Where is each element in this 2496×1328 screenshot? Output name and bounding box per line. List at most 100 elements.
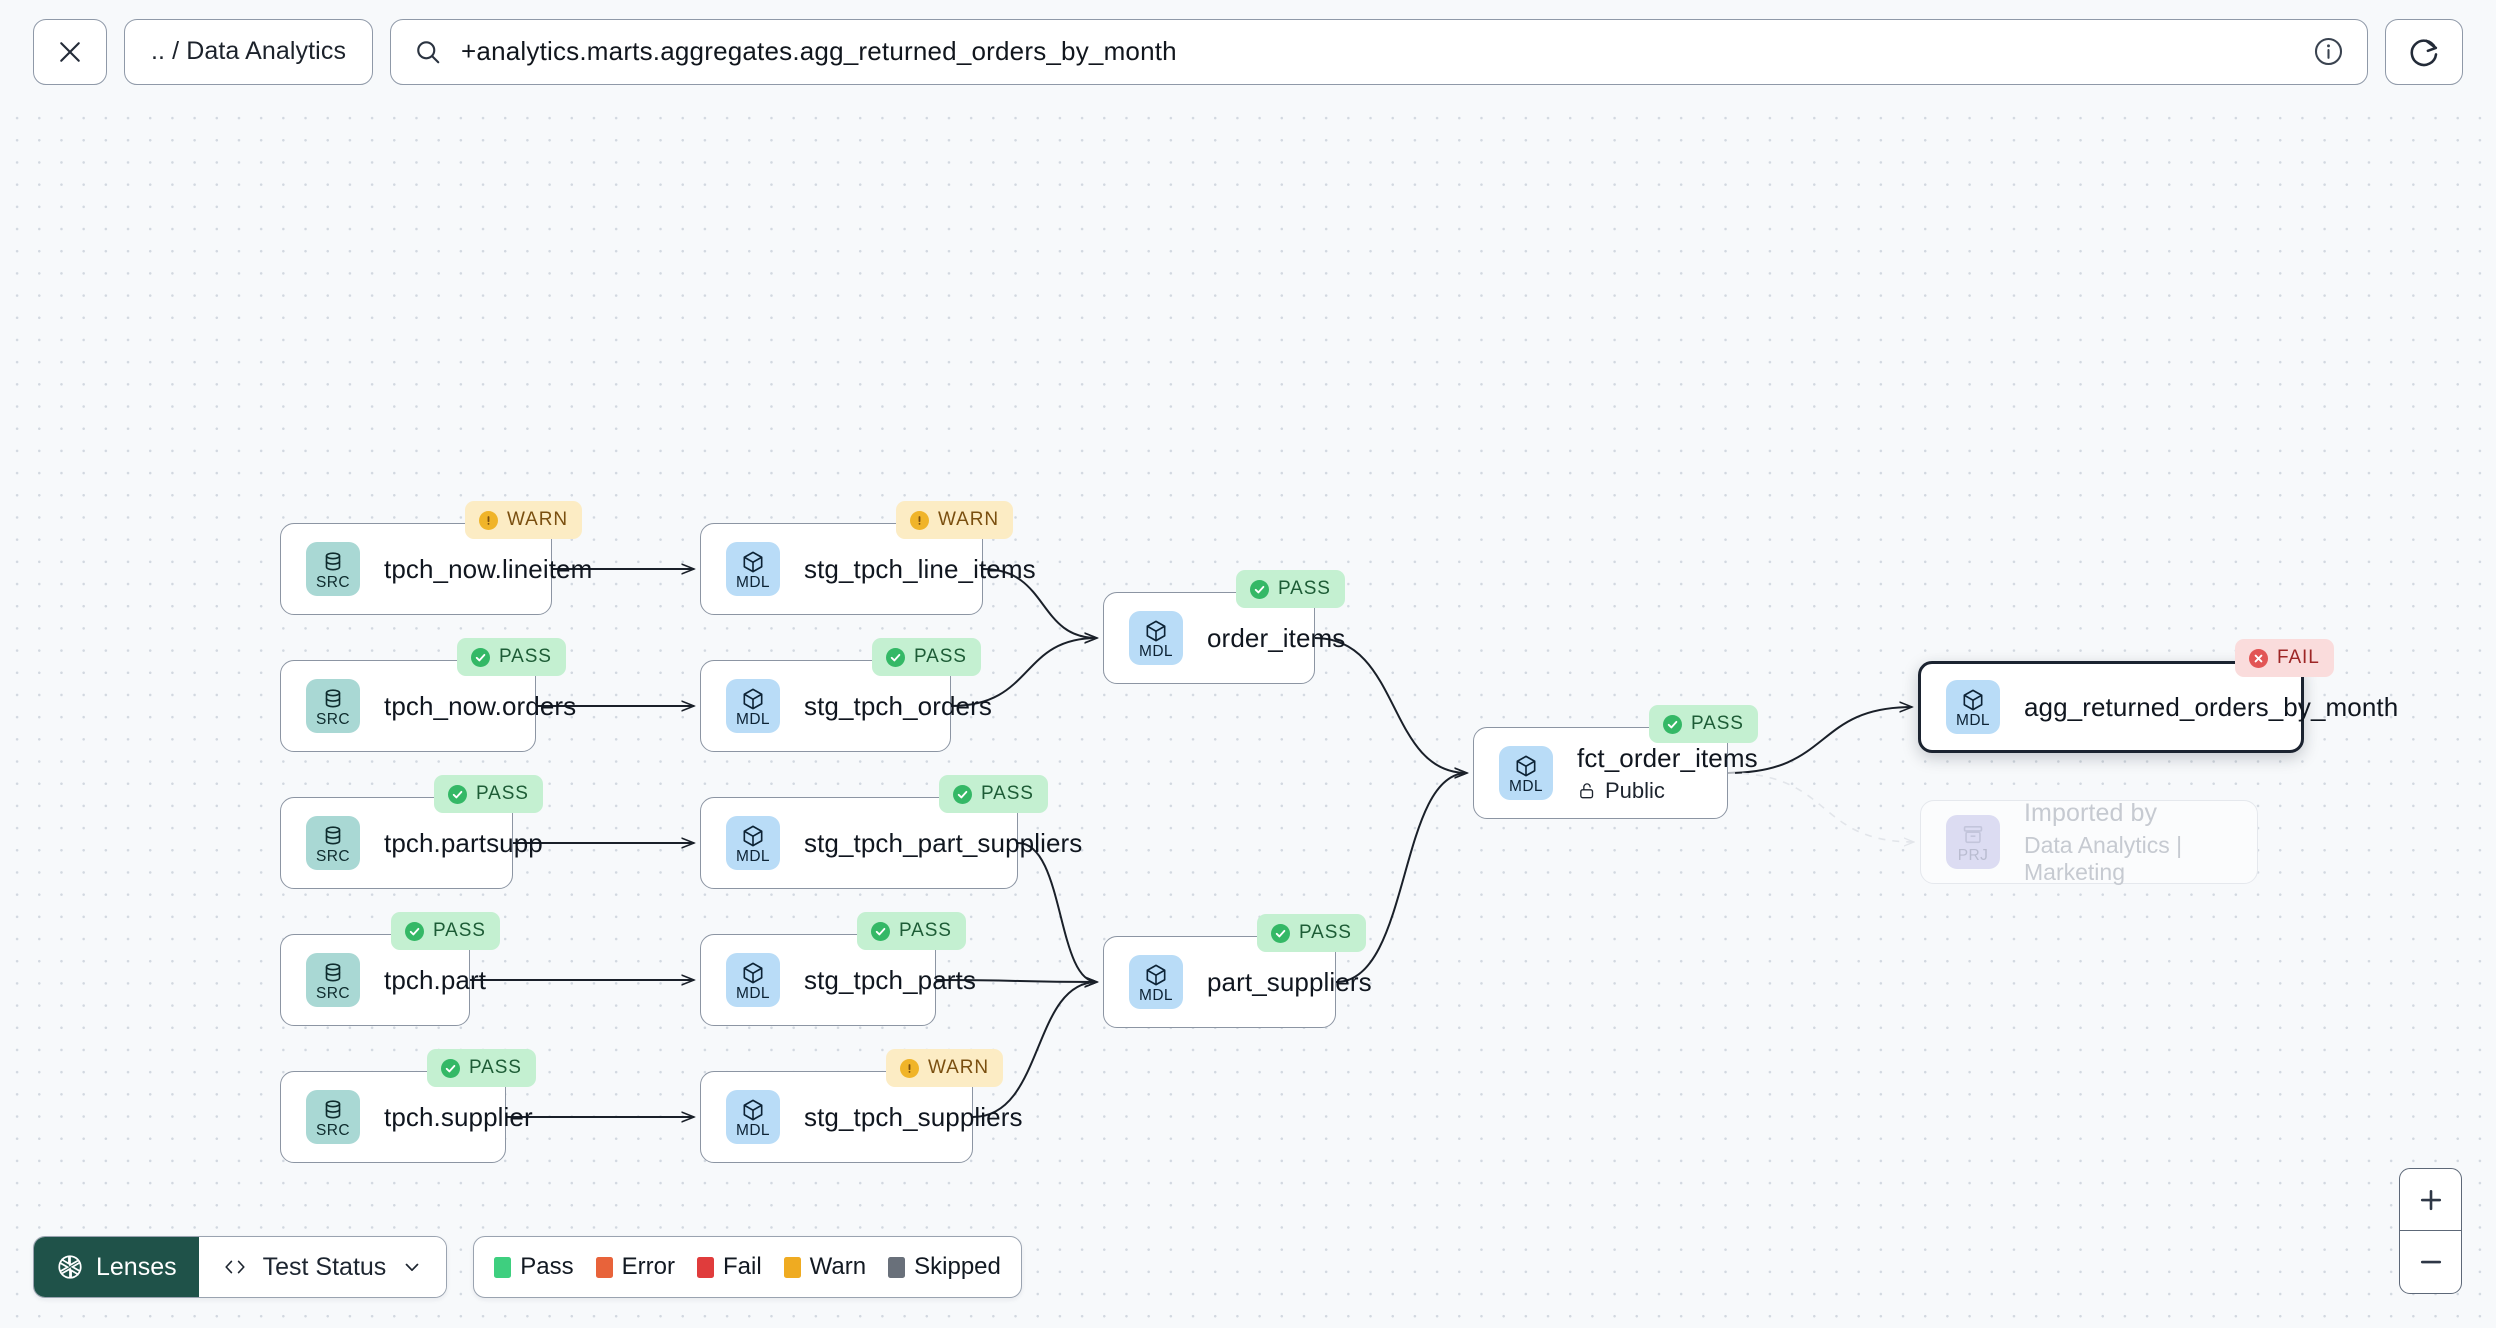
node-type-chip-mdl: MDL xyxy=(726,816,780,870)
close-button[interactable] xyxy=(33,18,107,85)
status-badge-tpch_now_orders[interactable]: PASS xyxy=(457,638,566,676)
lineage-canvas[interactable]: SRC tpch_now.lineitem WARN SRC tpch_now.… xyxy=(0,103,2496,1328)
cube-icon xyxy=(743,825,763,846)
status-dot-icon xyxy=(1271,923,1290,943)
node-type-chip-mdl: MDL xyxy=(726,542,780,596)
legend-swatch-icon xyxy=(494,1256,512,1278)
database-icon xyxy=(325,962,341,982)
node-title: stg_tpch_suppliers xyxy=(804,1101,1023,1132)
node-type-label: SRC xyxy=(316,984,350,1002)
node-type-chip-src: SRC xyxy=(306,1090,360,1144)
node-type-label: MDL xyxy=(1509,777,1543,795)
aperture-icon xyxy=(58,1255,82,1279)
status-badge-label: PASS xyxy=(1278,578,1331,599)
node-title: agg_returned_orders_by_month xyxy=(2024,691,2399,722)
status-badge-tpch_partsupp[interactable]: PASS xyxy=(434,775,543,813)
search-input[interactable]: +analytics.marts.aggregates.agg_returned… xyxy=(390,18,2368,85)
cube-icon xyxy=(743,688,763,709)
status-badge-stg_tpch_orders[interactable]: PASS xyxy=(872,638,981,676)
lineage-node-tpch_partsupp[interactable]: SRC tpch.partsupp xyxy=(280,797,543,889)
node-title: tpch_now.lineitem xyxy=(384,553,593,584)
lineage-node-tpch_part[interactable]: SRC tpch.part xyxy=(280,934,486,1026)
lenses-button[interactable]: Lenses xyxy=(34,1237,199,1297)
cube-icon xyxy=(1963,689,1983,710)
search-icon xyxy=(417,40,440,63)
status-dot-icon xyxy=(471,647,490,667)
legend-item-warn[interactable]: Warn xyxy=(783,1253,866,1281)
refresh-button[interactable] xyxy=(2385,18,2463,85)
node-type-label: SRC xyxy=(316,710,350,728)
status-dot-icon xyxy=(479,510,498,530)
node-text: stg_tpch_parts xyxy=(804,965,976,996)
node-type-label: MDL xyxy=(736,1121,770,1139)
lineage-node-tpch_supplier[interactable]: SRC tpch.supplier xyxy=(280,1071,533,1163)
node-subtitle: Public xyxy=(1577,778,1727,804)
status-badge-tpch_part[interactable]: PASS xyxy=(391,912,500,950)
lineage-node-stg_tpch_parts[interactable]: MDL stg_tpch_parts xyxy=(700,934,976,1026)
node-text: stg_tpch_line_items xyxy=(804,554,1036,585)
edge-stg_tpch_line_items-to-order_items xyxy=(982,568,1097,638)
status-badge-agg_returned_orders_by_month[interactable]: FAIL xyxy=(2235,639,2334,677)
node-title: tpch_now.orders xyxy=(384,690,577,721)
legend-item-pass[interactable]: Pass xyxy=(494,1253,574,1281)
archive-icon xyxy=(1963,825,1983,843)
lineage-node-agg_returned_orders_by_month[interactable]: MDL agg_returned_orders_by_month xyxy=(1918,661,2399,753)
node-text: tpch.partsupp xyxy=(384,828,543,859)
database-icon xyxy=(325,825,341,845)
node-type-label: SRC xyxy=(316,1121,350,1139)
close-icon xyxy=(60,41,80,62)
edge-stg_tpch_part_suppliers-to-part_suppliers xyxy=(1017,842,1097,982)
minus-icon xyxy=(2420,1260,2441,1264)
status-badge-stg_tpch_line_items[interactable]: WARN xyxy=(896,501,1013,539)
status-badge-order_items[interactable]: PASS xyxy=(1236,570,1345,608)
status-badge-label: PASS xyxy=(1299,922,1352,943)
database-icon xyxy=(325,551,341,571)
node-text: tpch.part xyxy=(384,965,486,996)
node-type-chip-src: SRC xyxy=(306,542,360,596)
unlock-icon xyxy=(1580,782,1594,798)
node-text: stg_tpch_suppliers xyxy=(804,1101,1023,1133)
status-badge-label: WARN xyxy=(507,509,568,530)
status-badge-stg_tpch_suppliers[interactable]: WARN xyxy=(886,1049,1003,1087)
legend-item-error[interactable]: Error xyxy=(595,1253,675,1281)
node-type-chip-src: SRC xyxy=(306,679,360,733)
status-badge-fct_order_items[interactable]: PASS xyxy=(1649,705,1758,743)
lineage-node-tpch_now_orders[interactable]: SRC tpch_now.orders xyxy=(280,660,577,752)
status-dot-icon xyxy=(441,1058,460,1078)
breadcrumb[interactable]: .. / Data Analytics xyxy=(124,18,374,85)
legend-item-fail[interactable]: Fail xyxy=(697,1253,762,1281)
status-badge-label: PASS xyxy=(433,920,486,941)
node-type-label: MDL xyxy=(1956,711,1990,729)
status-badge-tpch_supplier[interactable]: PASS xyxy=(427,1049,536,1087)
status-badge-part_suppliers[interactable]: PASS xyxy=(1257,914,1366,952)
zoom-out-button[interactable] xyxy=(2400,1231,2461,1293)
status-dot-icon xyxy=(1663,714,1682,734)
legend-swatch-icon xyxy=(888,1256,906,1278)
node-text: fct_order_items Public xyxy=(1577,743,1758,804)
legend-swatch-icon xyxy=(595,1256,613,1278)
info-icon[interactable] xyxy=(2312,35,2345,68)
status-badge-label: PASS xyxy=(499,646,552,667)
node-title: stg_tpch_part_suppliers xyxy=(804,827,1083,858)
zoom-in-button[interactable] xyxy=(2400,1169,2461,1231)
edge-stg_tpch_orders-to-order_items xyxy=(950,638,1097,707)
status-badge-label: PASS xyxy=(1691,713,1744,734)
status-badge-label: WARN xyxy=(938,509,999,530)
status-badge-label: PASS xyxy=(981,783,1034,804)
database-icon xyxy=(325,1099,341,1119)
status-badge-label: PASS xyxy=(476,783,529,804)
node-title: tpch.supplier xyxy=(384,1101,533,1132)
node-type-chip-mdl: MDL xyxy=(1129,955,1183,1009)
legend-item-skipped[interactable]: Skipped xyxy=(888,1253,1001,1281)
lineage-node-imported_by_project: PRJ Imported by Data Analytics | Marketi… xyxy=(1920,798,2258,885)
status-badge-stg_tpch_part_suppliers[interactable]: PASS xyxy=(939,775,1048,813)
node-title: Imported by xyxy=(2024,798,2158,827)
status-badge-tpch_now_lineitem[interactable]: WARN xyxy=(465,501,582,539)
test-status-selector[interactable]: Test Status xyxy=(198,1237,447,1297)
edge-stg_tpch_parts-to-part_suppliers xyxy=(935,980,1097,982)
status-badge-stg_tpch_parts[interactable]: PASS xyxy=(857,912,966,950)
edge-fct_order_items-to-agg_returned_orders_by_month xyxy=(1727,707,1912,774)
cube-icon xyxy=(1146,620,1166,641)
node-type-label: MDL xyxy=(736,710,770,728)
